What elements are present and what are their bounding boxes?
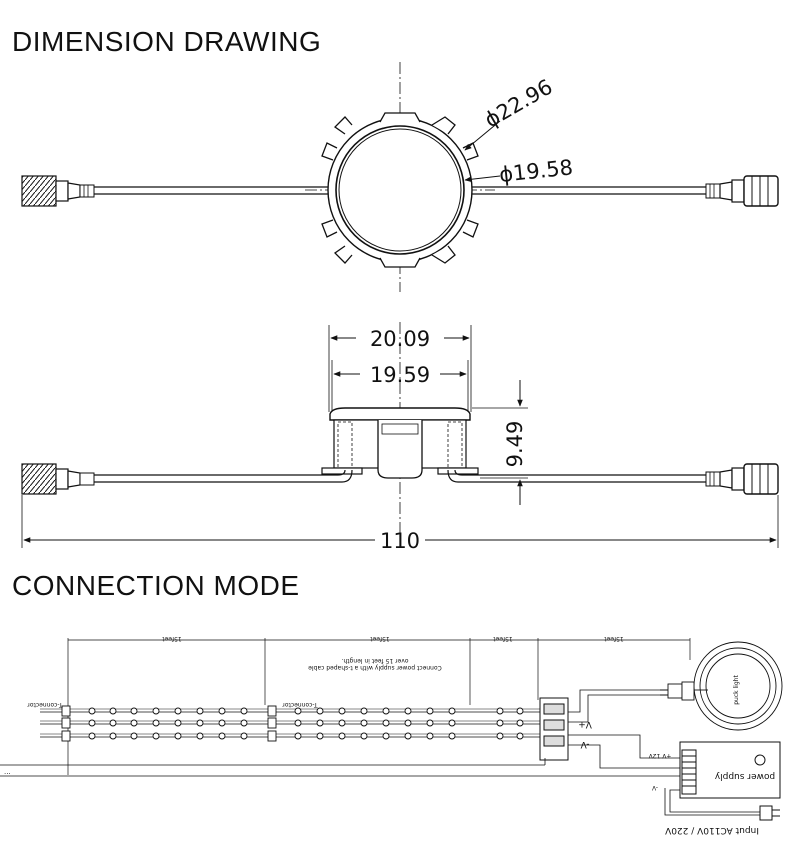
v-minus-2-label: -V [651, 784, 658, 791]
note-line-1: Connect power supply with a t-shaped cab… [308, 664, 442, 671]
v12-label: +V 12V [648, 752, 672, 759]
right-cable-side [447, 463, 779, 495]
t-connector-left [61, 705, 71, 742]
puck-top [321, 112, 479, 268]
side-view [21, 322, 779, 548]
v-minus-label: -V [580, 739, 590, 749]
power-supply-box [679, 741, 781, 799]
segment-1-label: 15feet [162, 635, 182, 642]
continuation-dots: ... [4, 768, 11, 776]
outer-diameter-label: ϕ22.96 [481, 75, 557, 133]
total-length-label: 110 [380, 529, 420, 553]
puck-light-wiring [660, 641, 783, 731]
power-supply-label: power supply [714, 771, 775, 781]
wiring-diagram [0, 638, 783, 821]
v-plus-label: V+ [578, 719, 592, 729]
t-connector-label-2: T-connector [282, 701, 319, 708]
right-cable-top [470, 175, 779, 207]
light-nodes [88, 707, 524, 740]
top-view [21, 62, 779, 292]
segment-4-label: 15feet [604, 635, 624, 642]
segment-3-label: 15feet [493, 635, 513, 642]
puck-light-label: puck light [733, 675, 740, 705]
puck-side [321, 407, 479, 479]
note-line-2: over 15 feet in length. [341, 657, 408, 664]
ac-plug [759, 805, 780, 821]
left-cable-side [21, 463, 353, 495]
light-string [40, 708, 540, 738]
junction-box [539, 697, 569, 761]
height-label: 9.49 [503, 421, 527, 468]
left-cable-top [21, 175, 330, 207]
connection-mode-heading: CONNECTION MODE [12, 570, 300, 601]
t-connector-right [267, 705, 277, 742]
segment-2-label: 15feet [370, 635, 390, 642]
inner-diameter-label: ϕ19.58 [498, 155, 574, 187]
input-label: Input AC110V / 220V [664, 825, 759, 835]
dimension-drawing-heading: DIMENSION DRAWING [12, 26, 322, 57]
outer-diameter-leader [464, 120, 501, 151]
inner-width-label: 19.59 [370, 363, 430, 387]
t-connector-label-1: T-connector [27, 701, 64, 708]
inner-diameter-leader [464, 175, 501, 183]
outer-width-label: 20.09 [370, 327, 430, 351]
